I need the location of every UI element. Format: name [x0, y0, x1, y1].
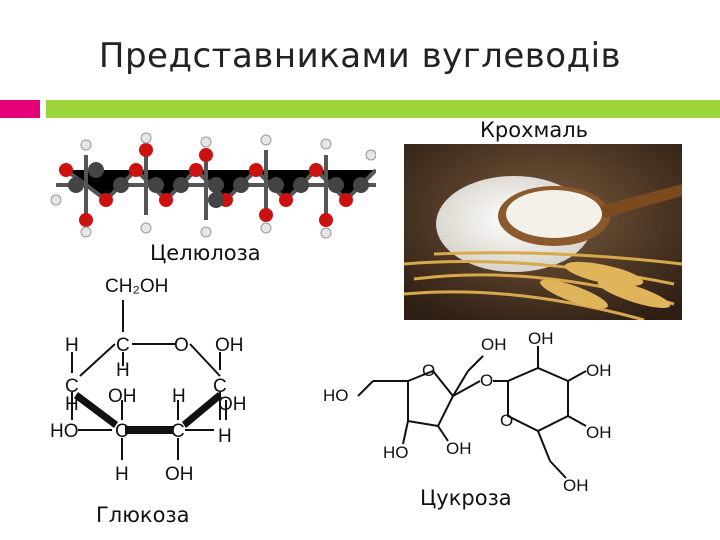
sucrose-oh-top-right: OH [528, 329, 554, 348]
sucrose-o-link: O [480, 371, 493, 390]
glucose-label: Глюкоза [96, 503, 190, 527]
glucose-h-c5: H [116, 360, 130, 381]
glucose-oh-bottom: OH [165, 464, 194, 485]
sucrose-oh-tail: OH [563, 476, 589, 495]
sucrose-formula: OH OH O O O OH OH HO HO OH OH [323, 329, 612, 495]
sucrose-ho-left: HO [323, 386, 349, 405]
starch-photo [404, 144, 682, 320]
glucose-c1-right: C [213, 376, 227, 397]
sucrose-oh-top-left: OH [481, 335, 507, 354]
sucrose-ho-bottom: HO [383, 443, 409, 462]
sucrose-oh-right1: OH [586, 361, 612, 380]
cellulose-label: Целюлоза [150, 241, 261, 265]
starch-label: Крохмаль [480, 118, 589, 142]
sucrose-label: Цукроза [420, 486, 512, 510]
glucose-h-right: H [218, 426, 232, 447]
glucose-h-left: H [65, 394, 79, 415]
glucose-oh-right: OH [218, 394, 247, 415]
glucose-oh-mid: OH [108, 386, 137, 407]
sucrose-oh-bottom: OH [446, 439, 472, 458]
sucrose-o-ring1: O [422, 361, 435, 380]
glucose-ho: HO [50, 421, 79, 442]
glucose-ch2oh: CH₂OH [105, 276, 168, 297]
accent-bar-green [46, 100, 720, 118]
glucose-h-top: H [65, 335, 79, 356]
glucose-o: O [174, 335, 189, 356]
accent-bar-pink [0, 100, 40, 118]
glucose-c2: C [171, 421, 185, 442]
glucose-formula: CH₂OH C O OH H H C C OH H H OH HO C C H … [50, 276, 247, 485]
glucose-h-bottom: H [115, 464, 129, 485]
glucose-c1: C [116, 335, 130, 356]
glucose-oh-top: OH [215, 335, 244, 356]
sucrose-o-ring2: O [500, 411, 513, 430]
glucose-h-mid: H [172, 386, 186, 407]
glucose-c4: C [65, 376, 79, 397]
slide-title: Представниками вуглеводів [98, 36, 622, 76]
cellulose-model [50, 132, 376, 239]
glucose-c3: C [115, 421, 129, 442]
sucrose-oh-right2: OH [586, 423, 612, 442]
